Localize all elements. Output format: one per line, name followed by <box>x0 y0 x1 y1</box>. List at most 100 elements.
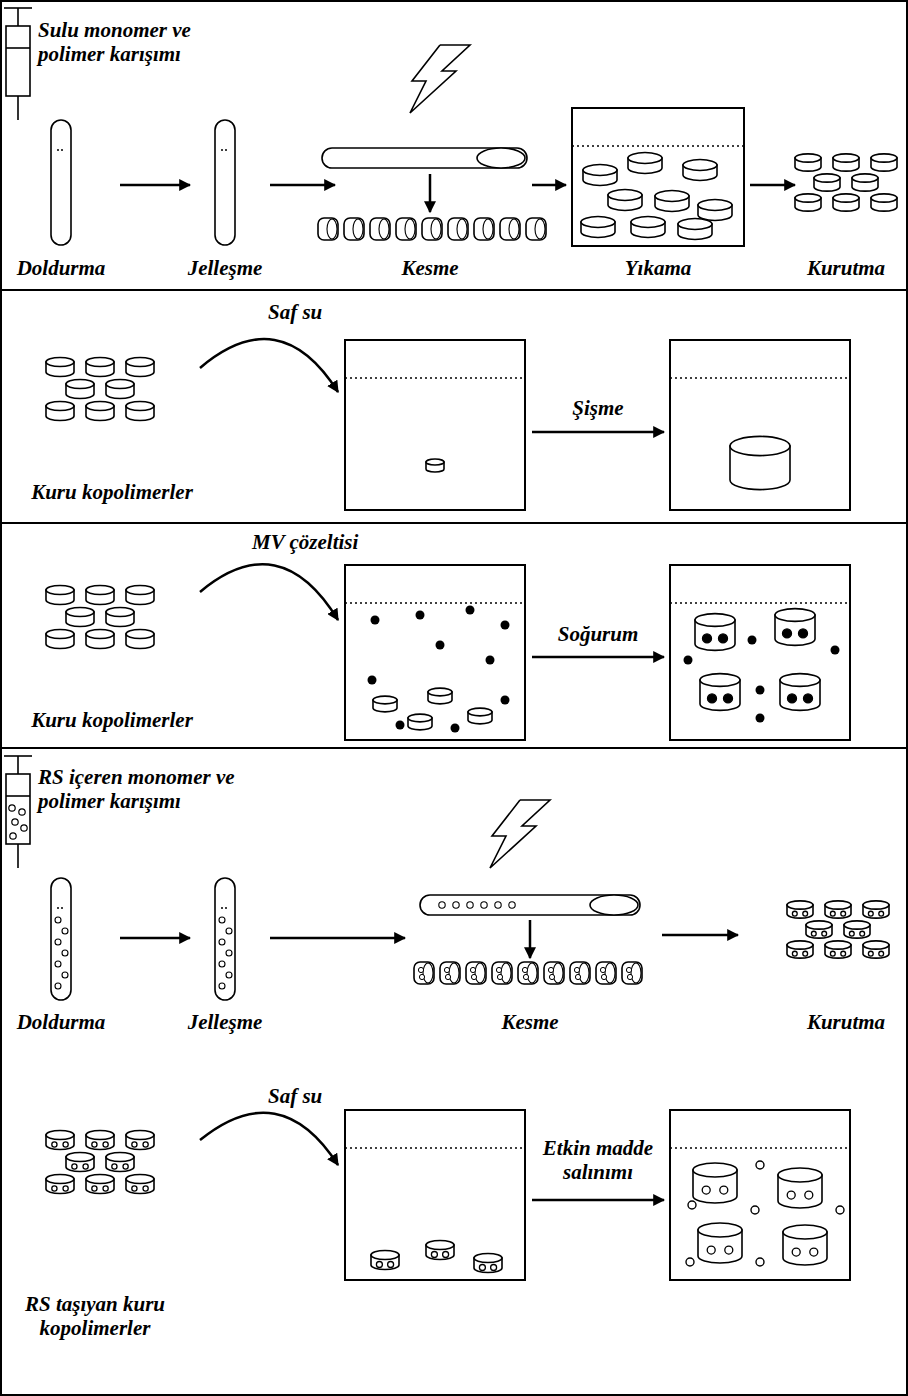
copolymer-cylinder <box>628 153 662 174</box>
curved-arrow <box>200 339 338 392</box>
copolymer-cylinder <box>86 1175 114 1194</box>
syringe <box>4 756 32 868</box>
beaker <box>670 1110 850 1280</box>
cut-piece <box>440 962 460 984</box>
dye-molecule <box>416 611 425 620</box>
arrow <box>120 937 190 940</box>
copolymer-cylinder <box>608 190 642 211</box>
copolymer-cylinder <box>468 708 492 724</box>
cut-piece <box>396 218 416 240</box>
dye-molecule <box>831 646 840 655</box>
copolymer-cylinder <box>631 217 665 238</box>
copolymer-cylinder <box>683 160 717 181</box>
copolymer-cylinder <box>428 688 452 704</box>
curved-arrow <box>200 1113 338 1165</box>
arrow <box>120 184 190 187</box>
copolymer-cylinder <box>426 459 444 472</box>
copolymer-cylinder <box>583 165 617 186</box>
panel-separator <box>1 522 907 524</box>
dye-molecule <box>501 621 510 630</box>
copolymer-cylinder <box>66 1153 94 1172</box>
copolymer-cylinder <box>46 630 74 649</box>
cut-piece <box>544 962 564 984</box>
drug-particle <box>756 1161 764 1169</box>
drug-particle <box>686 1258 694 1266</box>
copolymer-cylinder <box>825 941 851 958</box>
cut-piece <box>500 218 520 240</box>
step-label: Soğurum <box>558 622 639 646</box>
cut-piece <box>344 218 364 240</box>
copolymer-cylinder <box>126 1131 154 1150</box>
step-label: Etkin madde salınımı <box>528 1136 668 1184</box>
copolymer-cylinder <box>86 358 114 377</box>
drug-particle <box>751 1206 759 1214</box>
copolymer-cylinder <box>106 1153 134 1172</box>
test-tube <box>51 120 71 245</box>
step-label: Yıkama <box>625 256 692 280</box>
copolymer-cylinder <box>698 200 732 221</box>
step-label: Kurutma <box>807 1010 885 1034</box>
copolymer-cylinder <box>871 194 897 211</box>
arrow <box>532 1199 664 1202</box>
radiation-bolt <box>410 45 470 113</box>
copolymer-cylinder <box>581 217 615 238</box>
cut-piece <box>570 962 590 984</box>
copolymer-cylinder <box>66 608 94 627</box>
copolymer-cylinder <box>825 901 851 918</box>
copolymer-cylinder <box>863 901 889 918</box>
copolymer-cylinder <box>871 154 897 171</box>
arrow <box>529 920 532 958</box>
dye-molecule <box>748 636 757 645</box>
copolymer-cylinder <box>474 1254 502 1273</box>
step-label: Jelleşme <box>188 1010 263 1034</box>
drug-particle <box>756 1258 764 1266</box>
syringe <box>4 8 32 120</box>
cut-piece <box>474 218 494 240</box>
copolymer-cylinder <box>833 154 859 171</box>
cut-piece <box>518 962 538 984</box>
curved-arrow <box>200 564 338 620</box>
step-label: Kurutma <box>807 256 885 280</box>
copolymer-cylinder <box>46 1131 74 1150</box>
dye-molecule <box>466 606 475 615</box>
copolymer-cylinder <box>86 630 114 649</box>
cut-piece <box>526 218 546 240</box>
copolymer-cylinder <box>730 436 790 489</box>
arrow <box>429 174 432 212</box>
beaker <box>345 565 525 740</box>
dye-molecule <box>396 721 405 730</box>
beaker <box>345 1110 525 1280</box>
copolymer-cylinder <box>106 608 134 627</box>
copolymer-cylinder <box>86 586 114 605</box>
copolymer-cylinder <box>814 174 840 191</box>
copolymer-cylinder <box>783 1225 827 1265</box>
cut-piece <box>448 218 468 240</box>
copolymer-cylinder <box>126 630 154 649</box>
radiation-bolt <box>490 800 550 868</box>
copolymer-cylinder <box>778 1168 822 1208</box>
test-tube <box>215 878 235 1000</box>
step-label: MV çözeltisi <box>252 530 358 554</box>
cut-piece <box>466 962 486 984</box>
copolymer-cylinder <box>775 609 815 646</box>
dye-molecule <box>756 686 765 695</box>
step-label: Şişme <box>572 396 623 420</box>
panel-separator <box>1 747 907 749</box>
arrow <box>750 184 795 187</box>
copolymer-cylinder <box>700 674 740 711</box>
step-label: Kesme <box>401 256 458 280</box>
copolymer-cylinder <box>678 219 712 240</box>
copolymer-cylinder <box>655 191 689 212</box>
dye-molecule <box>371 616 380 625</box>
beaker <box>670 565 850 740</box>
step-label: Sulu monomer ve polimer karışımı <box>38 18 223 66</box>
horizontal-tube <box>420 895 640 915</box>
copolymer-cylinder <box>408 714 432 730</box>
arrow <box>270 184 335 187</box>
copolymer-cylinder <box>371 1251 399 1270</box>
copolymer-cylinder <box>46 402 74 421</box>
